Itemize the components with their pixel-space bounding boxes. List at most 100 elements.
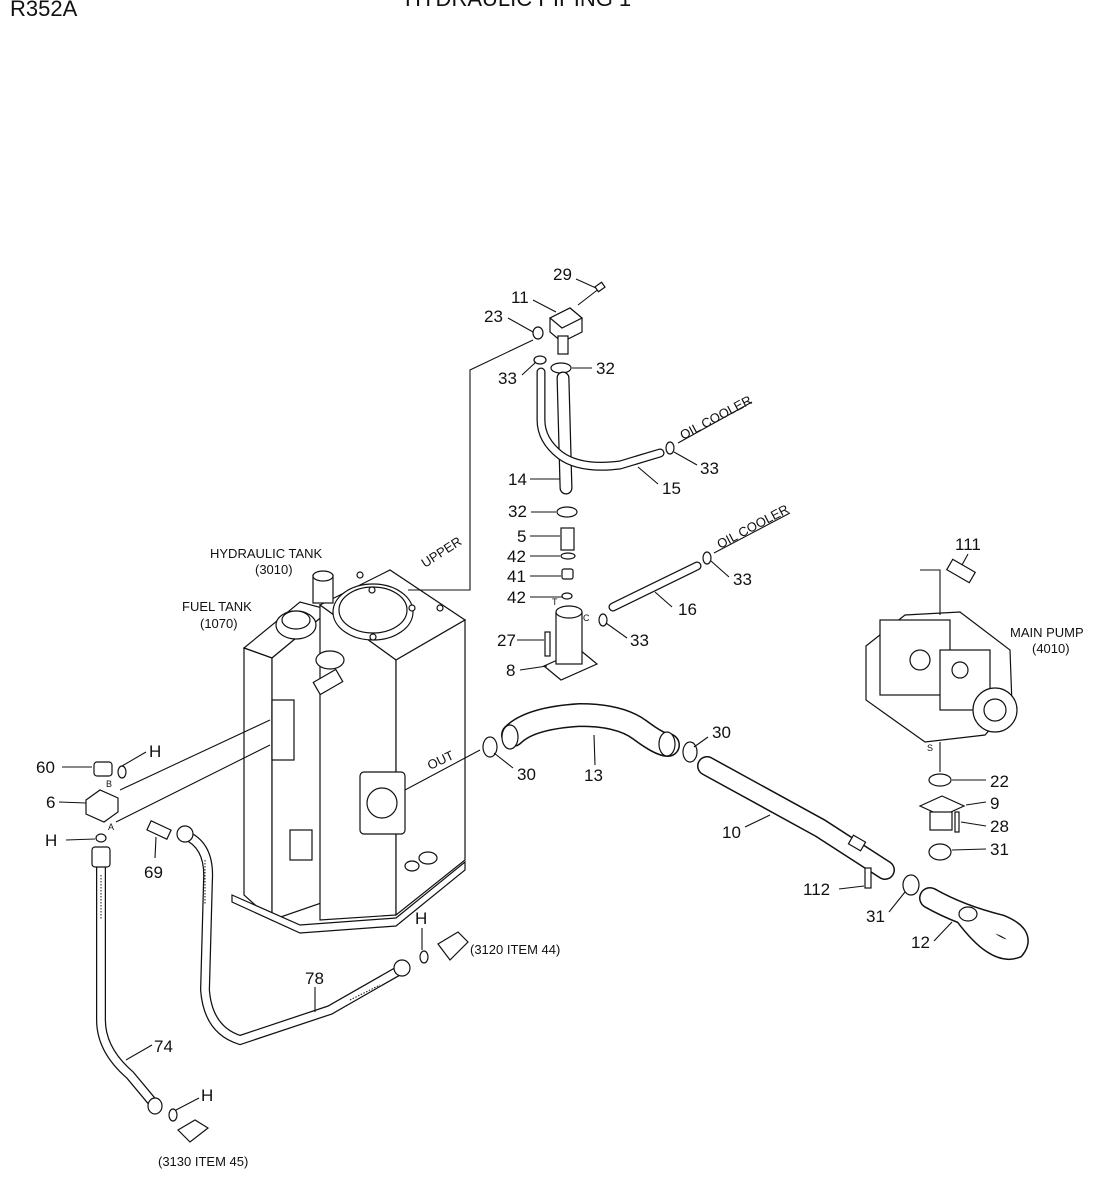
callout-h-78: H [415,909,427,928]
fuel-tank-ref: (1070) [200,616,238,631]
tank-to-fitting-leader-a [119,719,271,791]
callout-12: 12 [911,933,930,952]
oil-cooler-label-2: OIL COOLER [714,501,791,551]
port-a-label: A [108,822,114,832]
callout-78: 78 [305,969,324,988]
hose-12-port [958,906,978,922]
oil-cooler-label-1: OIL COOLER [677,392,754,442]
clamp-30-b [682,741,698,763]
oring-42-lower [561,592,573,600]
main-pump-gear [909,649,931,671]
clamp-31-lower [902,874,920,896]
ref-3130-label: (3130 ITEM 45) [158,1154,248,1169]
bolt-27 [544,631,551,657]
callout-10: 10 [722,823,741,842]
callout-14: 14 [508,470,527,489]
upper-leader-line [408,339,534,591]
callout-6: 6 [46,793,55,812]
callout-numbers: 29 11 23 33 32 33 14 15 32 5 42 41 42 33… [36,265,1009,1105]
callout-15: 15 [662,479,681,498]
tank-drain-plug-2 [404,860,420,872]
tank-outlet-port [366,787,398,819]
oring-22 [928,773,952,787]
fuel-filler-cap [281,610,311,630]
hydraulic-tank-label: HYDRAULIC TANK [210,546,323,561]
block-11-stem [557,335,569,355]
callout-74: 74 [154,1037,173,1056]
port-s-label: S [927,743,933,753]
hose-74-top-fitting [91,846,111,868]
main-pump-port [983,698,1007,722]
main-pump-ref: (4010) [1032,641,1070,656]
callout-69: 69 [144,863,163,882]
out-leader-line [404,749,481,791]
block-6 [85,789,119,823]
clamp-30-a [482,736,498,758]
model-label: R352A [10,0,78,21]
tank-assembly [231,569,467,934]
callout-33-pipe16: 33 [733,570,752,589]
callout-28: 28 [990,817,1009,836]
plug-41 [561,568,574,580]
oring-h-78 [419,950,429,964]
main-pump-group [865,558,1018,861]
bolt-112 [864,867,872,889]
pipe-10-bracket [847,834,867,852]
callout-30-left: 30 [517,765,536,784]
hose-13-end-b [658,731,676,757]
cover-bolt [356,571,364,579]
bolt-28 [954,811,960,833]
callout-111: 111 [955,535,981,554]
cover-bolt [408,604,416,612]
pilot-hose-group [85,719,469,1143]
callout-32-bottom: 32 [508,502,527,521]
cover-bolt [369,633,377,641]
main-pump-label: MAIN PUMP [1010,625,1084,640]
oring-h-60 [117,765,127,779]
callout-11: 11 [511,288,529,307]
callout-leaders [58,278,987,1111]
callout-30-right: 30 [712,723,731,742]
oil-cooler-arrow-1 [677,401,753,444]
tank-side-bracket [271,699,295,761]
port-c-label: C [583,613,590,623]
cover-bolt [436,604,444,612]
callout-42-lower: 42 [507,588,526,607]
tank-top-bracket [312,668,344,696]
block-11-top [548,307,584,329]
fitting-3120 [437,931,469,961]
callout-33-top: 33 [498,369,517,388]
breather-cap [312,570,334,582]
tank-to-fitting-leader-b [115,744,271,823]
fitting-3130 [177,1119,210,1143]
callout-32-top: 32 [596,359,615,378]
oring-33-cooler [665,441,675,455]
callout-33-cooler: 33 [700,459,719,478]
callout-23: 23 [484,307,503,326]
hose-78-top-fitting [176,825,194,843]
callout-9: 9 [990,794,999,813]
fitting-69 [146,820,172,840]
upper-label: UPPER [418,534,464,571]
ref-3120-label: (3120 ITEM 44) [470,942,560,957]
suction-line-group [482,702,1029,960]
flange-9-neck [929,811,953,831]
oil-cooler-arrow-2 [713,512,791,554]
oring-33-pipe16 [702,551,712,565]
callout-5: 5 [517,527,526,546]
clamp-32-bottom [556,506,578,518]
body-8-top [555,605,583,619]
oring-42-upper [560,552,576,560]
bolt-111 [945,558,977,584]
adapter-5 [560,527,575,551]
port-b-label: B [106,779,112,789]
clamp-32-top [550,362,572,374]
return-block-group [532,281,791,681]
callout-60: 60 [36,758,55,777]
diagram-title: HYDRAULIC PIPING 1 [405,0,631,11]
callout-22: 22 [990,772,1009,791]
callout-31-lower: 31 [866,907,885,926]
callout-h-60: H [149,742,161,761]
tank-cover-ring [338,586,408,634]
